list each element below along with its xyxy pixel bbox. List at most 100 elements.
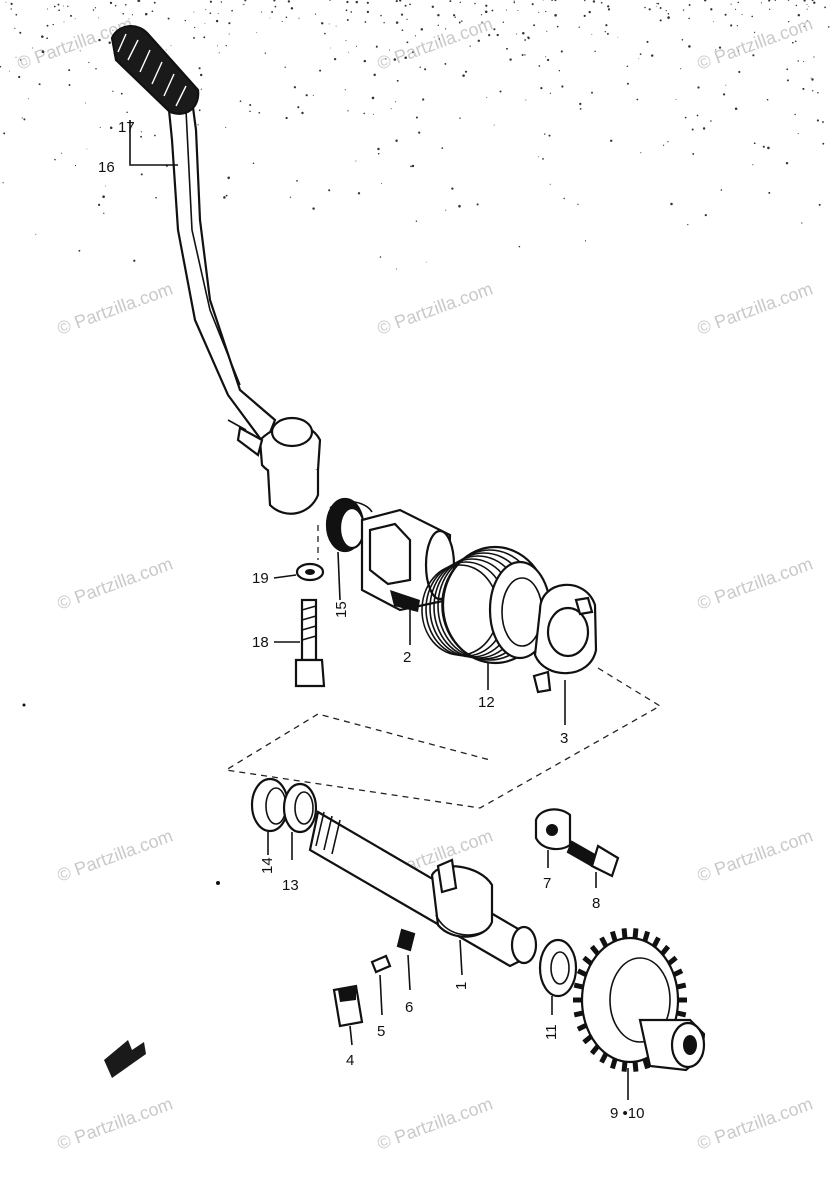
noise-speck [344, 89, 346, 91]
noise-speck [640, 152, 642, 154]
noise-speck [27, 98, 29, 100]
noise-speck [52, 23, 54, 26]
noise-speck [46, 24, 49, 27]
noise-speck [485, 4, 488, 7]
noise-speck [605, 24, 608, 27]
noise-speck [395, 139, 398, 142]
noise-speck [31, 47, 33, 49]
noise-speck [281, 21, 283, 23]
noise-speck [140, 173, 143, 176]
noise-speck [395, 101, 397, 103]
noise-speck [404, 56, 407, 60]
noise-speck [588, 10, 591, 14]
noise-speck [548, 134, 551, 137]
noise-speck [126, 111, 128, 114]
noise-speck [372, 113, 374, 115]
noise-speck [197, 124, 199, 126]
noise-speck [606, 32, 609, 35]
noise-speck [167, 17, 170, 20]
noise-speck [285, 116, 288, 120]
noise-speck [95, 67, 97, 70]
noise-speck [53, 5, 56, 8]
leader-line [459, 939, 463, 976]
noise-speck [379, 256, 382, 258]
gear-tooth [676, 1010, 687, 1018]
noise-speck [499, 90, 502, 93]
noise-speck [696, 114, 699, 117]
noise-speck [546, 58, 550, 62]
noise-speck [209, 0, 212, 3]
noise-speck [577, 203, 579, 205]
gear-tooth [609, 930, 618, 942]
noise-speck [741, 13, 743, 16]
noise-speck [193, 36, 195, 39]
noise-speck [518, 245, 521, 248]
noise-speck [153, 1, 156, 4]
noise-speck [355, 45, 358, 47]
noise-speck [165, 49, 167, 51]
noise-speck [88, 61, 90, 64]
scan-noise [0, 0, 830, 270]
noise-speck [461, 20, 463, 22]
gear-tooth [621, 1061, 628, 1072]
spring-holder-3 [532, 583, 598, 694]
noise-speck [558, 69, 561, 72]
noise-speck [383, 22, 385, 24]
noise-speck [459, 117, 461, 119]
noise-speck [200, 88, 202, 90]
gear-tooth [676, 982, 687, 990]
noise-speck [396, 79, 399, 82]
noise-speck [493, 28, 496, 31]
noise-speck [626, 82, 629, 85]
noise-speck [305, 94, 308, 97]
noise-speck [549, 183, 551, 185]
noise-speck [114, 4, 117, 7]
noise-speck [811, 78, 814, 81]
noise-speck [198, 67, 201, 70]
noise-speck [14, 27, 16, 29]
gear-tooth [609, 1058, 618, 1070]
noise-speck [249, 103, 252, 107]
watermark: © Partzilla.com [55, 825, 176, 885]
noise-speck [591, 33, 593, 35]
noise-speck [273, 0, 276, 2]
noise-speck [290, 7, 294, 10]
front-arrow-icon [104, 1040, 146, 1078]
noise-speck [710, 120, 712, 122]
noise-speck [348, 51, 349, 53]
noise-speck [592, 0, 596, 3]
noise-speck [531, 3, 534, 6]
gear-tooth [651, 936, 661, 948]
noise-speck [438, 38, 440, 40]
noise-speck [225, 194, 228, 197]
kick-starter-shaft-1 [308, 810, 538, 968]
noise-speck [687, 224, 689, 226]
noise-speck [120, 92, 123, 95]
watermark: © Partzilla.com [375, 278, 496, 338]
noise-speck [99, 126, 101, 128]
noise-speck [198, 109, 201, 112]
noise-speck [722, 93, 726, 96]
noise-speck [762, 145, 765, 148]
callout-6: 6 [405, 999, 413, 1016]
noise-speck [768, 8, 771, 10]
noise-speck [346, 0, 349, 4]
noise-speck [312, 94, 314, 96]
noise-speck [79, 50, 81, 52]
noise-speck [811, 0, 814, 2]
noise-speck [688, 45, 691, 48]
noise-speck [720, 189, 723, 191]
noise-speck [284, 66, 286, 68]
noise-speck [68, 69, 71, 72]
callout-8: 8 [592, 895, 600, 912]
noise-speck [9, 70, 11, 72]
noise-speck [584, 240, 587, 242]
noise-speck [57, 3, 60, 6]
noise-speck [231, 9, 233, 12]
noise-speck [542, 0, 544, 1]
noise-speck [140, 131, 143, 133]
callout-18: 18 [252, 634, 269, 651]
gear-tooth [599, 1052, 609, 1064]
noise-speck [41, 35, 44, 38]
noise-speck [199, 73, 203, 77]
